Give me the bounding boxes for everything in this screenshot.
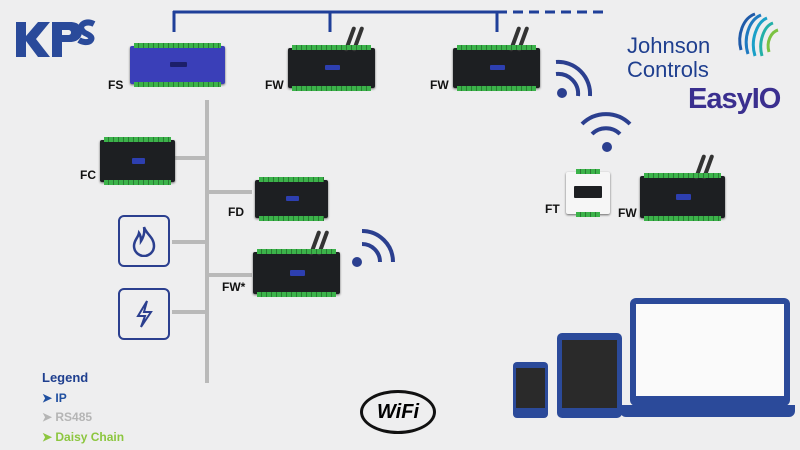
- wifi-icon: [580, 112, 632, 152]
- wireless-signal-icon: [555, 59, 593, 98]
- gas-meter-box[interactable]: [118, 215, 170, 267]
- legend-title: Legend: [42, 370, 89, 385]
- rs485-bus: [172, 100, 252, 383]
- legend-daisy-chain: ➤ Daisy Chain: [42, 430, 125, 444]
- lightning-icon: [136, 300, 153, 328]
- laptop-base: [620, 405, 795, 417]
- kps-logo: [14, 18, 96, 60]
- wireless-signal-icon: [352, 229, 395, 267]
- fc-controller[interactable]: [100, 137, 175, 185]
- easyio-logo: EasyIO: [688, 83, 781, 115]
- fw-controller[interactable]: [640, 154, 725, 221]
- fd-label: FD: [228, 205, 244, 219]
- power-meter-box[interactable]: [118, 288, 170, 340]
- fw-controller[interactable]: [453, 26, 540, 91]
- johnson-controls-logo: Johnson Controls: [627, 33, 711, 82]
- fw-label: FW: [618, 206, 637, 220]
- fw-label: FW: [265, 78, 284, 92]
- ft-label: FT: [545, 202, 560, 216]
- smartphone-icon: [513, 362, 548, 418]
- laptop-icon: [630, 298, 790, 406]
- flame-icon: [132, 226, 156, 257]
- fc-label: FC: [80, 168, 96, 182]
- fw-star-controller[interactable]: [253, 230, 340, 297]
- fd-controller[interactable]: [255, 177, 328, 221]
- fw-star-label: FW*: [222, 280, 246, 294]
- fs-controller[interactable]: [130, 43, 225, 87]
- legend-rs485: ➤ RS485: [42, 410, 93, 424]
- fw-label: FW: [430, 78, 449, 92]
- legend-ip: ➤ IP: [42, 391, 67, 405]
- wifi-logo: WiFi: [360, 390, 436, 434]
- fw-controller[interactable]: [288, 26, 375, 91]
- johnson-controls-globe-icon: [738, 12, 779, 57]
- tablet-icon: [557, 333, 622, 418]
- fs-label: FS: [108, 78, 124, 92]
- ft-controller[interactable]: [566, 169, 610, 217]
